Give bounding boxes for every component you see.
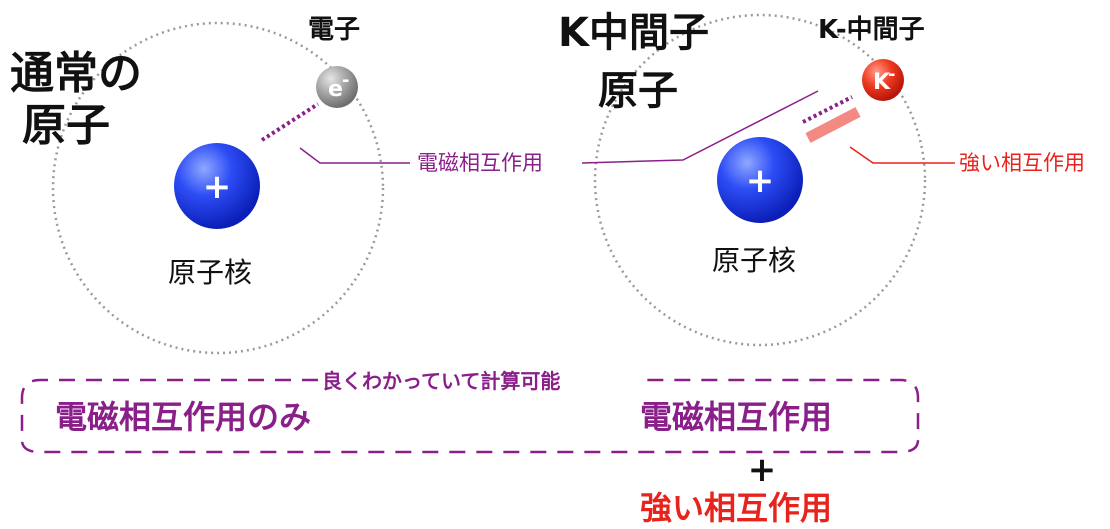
em-interaction-label: 電磁相互作用 xyxy=(417,151,543,175)
electron-symbol: e xyxy=(328,77,343,102)
electron: e - xyxy=(316,66,358,108)
right-title-line1: K中間子 xyxy=(558,10,709,56)
kaon-label: K-中間子 xyxy=(818,15,925,45)
kaon-ball xyxy=(862,59,904,101)
left-nucleus: + xyxy=(174,143,260,229)
right-nucleus-label: 原子核 xyxy=(712,244,796,277)
right-nucleus: + xyxy=(717,137,803,223)
summary-right-text: 電磁相互作用 xyxy=(640,398,832,436)
summary-caption: 良くわかっていて計算可能 xyxy=(322,369,560,393)
electron-ball xyxy=(316,66,358,108)
left-nucleus-label: 原子核 xyxy=(168,256,252,289)
summary-box: 良くわかっていて計算可能 電磁相互作用のみ 電磁相互作用 xyxy=(20,369,920,454)
kaon-symbol: K xyxy=(873,70,891,95)
strong-interaction-bar xyxy=(805,107,861,143)
strong-leader-line xyxy=(849,146,955,164)
left-em-dotted-link xyxy=(260,102,320,142)
right-orbit xyxy=(593,13,927,347)
summary-dashed-border xyxy=(20,378,920,454)
kaon-charge: - xyxy=(888,64,895,85)
summary-plus: + xyxy=(748,450,777,490)
electron-label: 電子 xyxy=(308,15,360,45)
summary-left-text: 電磁相互作用のみ xyxy=(55,398,311,436)
kaon: K - xyxy=(862,59,904,101)
summary-bottom-text: 強い相互作用 xyxy=(640,489,832,527)
strong-interaction-label: 強い相互作用 xyxy=(959,151,1085,175)
right-nucleus-symbol: + xyxy=(746,161,775,201)
left-nucleus-ball xyxy=(174,143,260,229)
left-atom: 通常の 原子 電子 e - + 原子核 xyxy=(10,15,410,355)
left-title-line1: 通常の xyxy=(10,48,142,99)
left-title-line2: 原子 xyxy=(22,100,110,151)
left-nucleus-symbol: + xyxy=(203,167,232,207)
right-atom: K中間子 原子 K-中間子 K - + 原子核 xyxy=(558,10,955,347)
left-orbit xyxy=(51,21,385,355)
electron-charge: - xyxy=(342,70,349,91)
left-em-leader-line xyxy=(299,147,410,164)
right-title-line2: 原子 xyxy=(598,68,678,114)
right-nucleus-ball xyxy=(717,137,803,223)
right-em-leader-line xyxy=(581,90,819,164)
